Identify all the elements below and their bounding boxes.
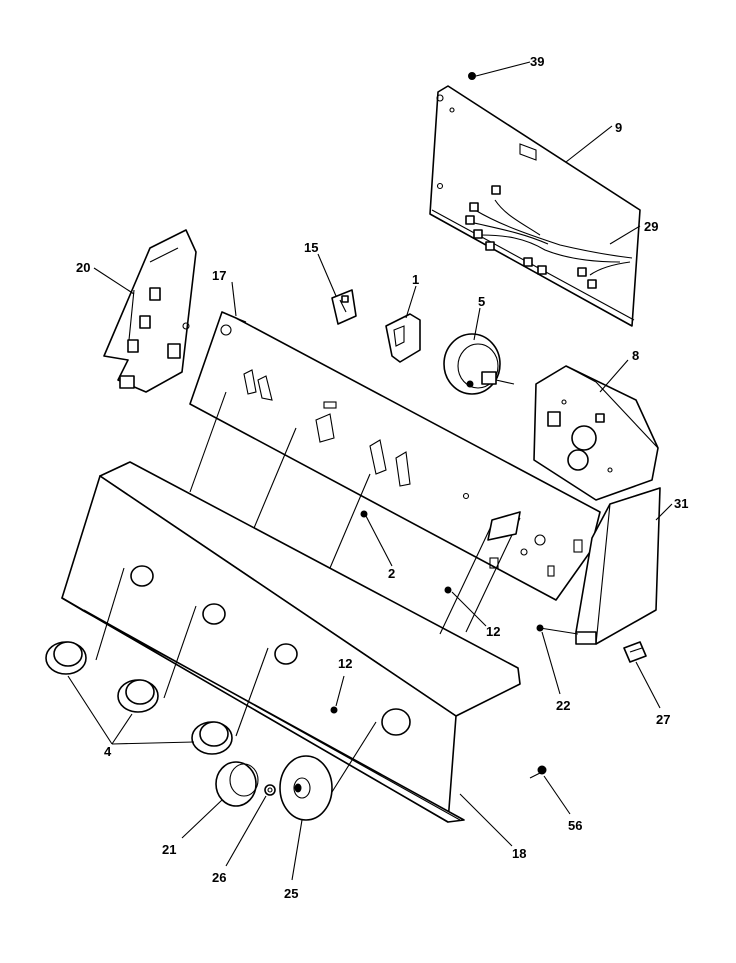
washer-part-26 [264,784,276,796]
screw-part-12-b [330,706,338,714]
callout-4: 4 [104,744,112,759]
dial-part-25 [279,755,333,821]
callout-12-right: 12 [486,624,500,639]
callout-12-lower: 12 [338,656,352,671]
right-endcap-part-31 [575,487,661,645]
callout-2: 2 [388,566,395,581]
switch-part-1 [385,313,421,363]
callout-1: 1 [412,272,419,287]
callout-17: 17 [212,268,226,283]
callout-26: 26 [212,870,226,885]
projection-lines [189,391,521,635]
callout-25: 25 [284,886,298,901]
screw-part-12-a [444,586,452,594]
callout-21: 21 [162,842,176,857]
screw-part-39 [468,72,476,80]
callout-29: 29 [644,219,658,234]
screw-part-56 [529,765,547,779]
knob-part-4-c [191,721,233,755]
callout-8: 8 [632,348,639,363]
timer-assembly-part-8 [533,365,659,501]
rear-panel-part-9 [429,85,641,327]
screw-part-22 [536,624,579,635]
callout-20: 20 [76,260,90,275]
knob-cap-part-21 [215,761,259,807]
callout-18: 18 [512,846,526,861]
clip-part-27 [623,641,647,663]
callout-39: 39 [530,54,544,69]
screw-part-2 [360,510,368,518]
wire-harness-part-29 [465,185,633,289]
knob-part-4-a [45,641,87,675]
switch-part-15 [331,289,357,325]
left-bracket-part-20 [103,229,197,393]
callout-5: 5 [478,294,485,309]
callout-labels: 39 9 29 20 15 17 1 5 8 31 2 12 12 22 27 … [76,54,688,901]
callout-27: 27 [656,712,670,727]
timer-part-5 [443,333,515,395]
front-console-part-18 [61,461,521,823]
leader-lines [67,61,673,881]
callout-56: 56 [568,818,582,833]
callout-15: 15 [304,240,318,255]
callout-9: 9 [615,120,622,135]
callout-31: 31 [674,496,688,511]
callout-22: 22 [556,698,570,713]
knob-part-4-b [117,679,159,713]
